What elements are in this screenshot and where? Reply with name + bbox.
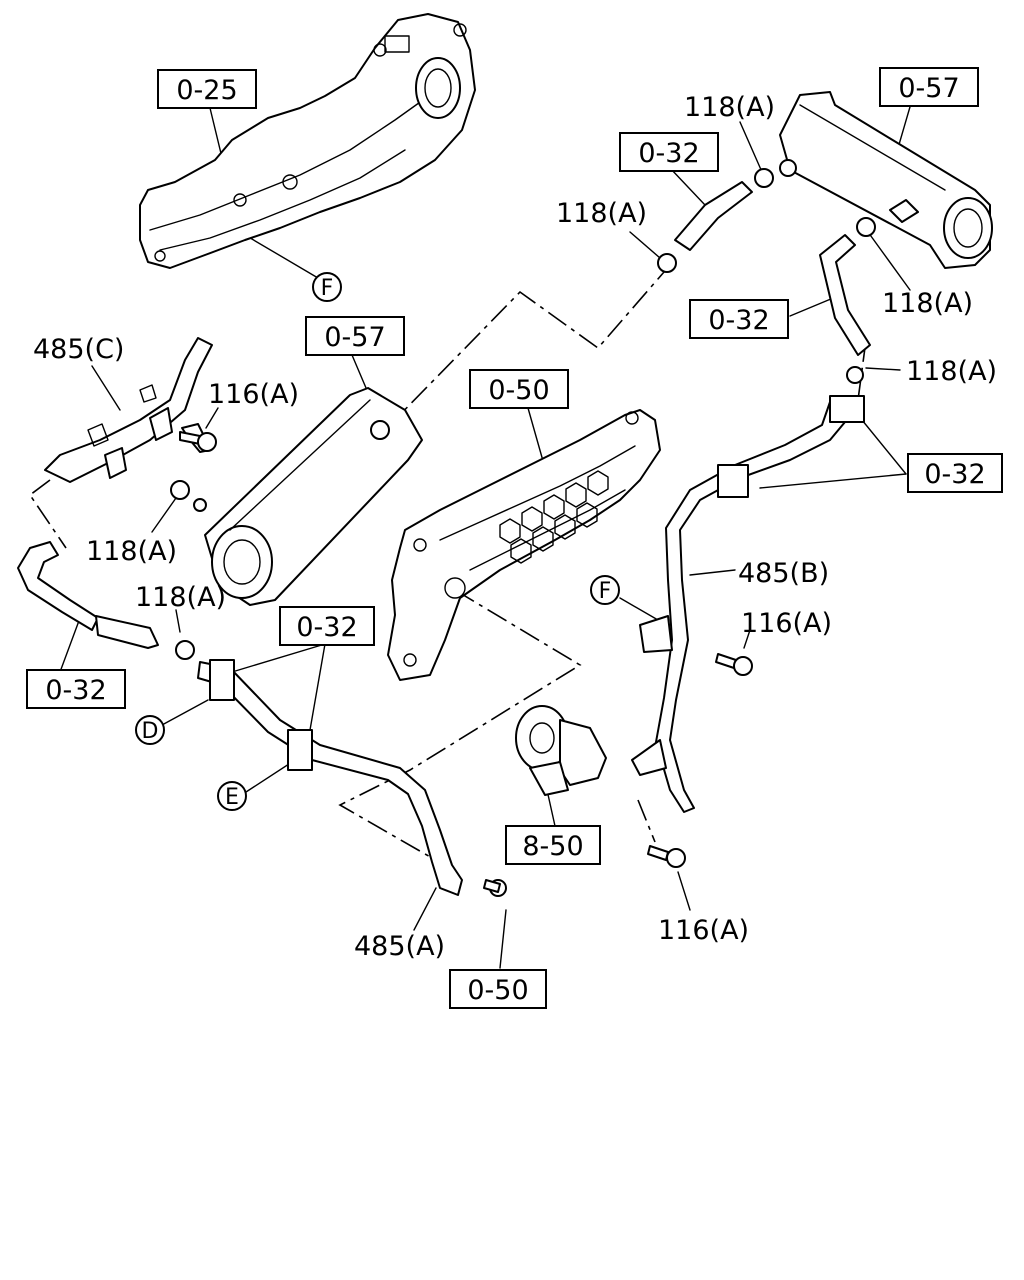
- circle-label-c2-text: F: [599, 579, 612, 604]
- egr-cooler-lower: [170, 387, 423, 606]
- circle-label-c4: E: [217, 781, 247, 811]
- reference-boxes: 0-25 0-57 0-32 0-32 0-57 0-50 0-32 0-32: [26, 67, 1003, 1009]
- part-label-p12: 116(A): [658, 915, 749, 946]
- ref-box-b6-text: 0-50: [488, 375, 549, 406]
- ref-box-b11: 0-50: [449, 969, 547, 1009]
- ref-box-b1: 0-25: [157, 69, 257, 109]
- circle-labels: F F D E: [135, 272, 620, 811]
- circle-label-c1: F: [312, 272, 342, 302]
- part-label-p8: 118(A): [135, 582, 226, 613]
- honeycomb-pattern: [499, 470, 609, 564]
- part-label-p9: 485(B): [738, 558, 829, 589]
- circle-label-c4-text: E: [225, 785, 239, 810]
- leader-lines: [59, 99, 913, 969]
- engine-block: [387, 409, 661, 681]
- circle-label-c3: D: [135, 715, 165, 745]
- part-label-p2: 118(A): [556, 198, 647, 229]
- ref-box-b10-text: 8-50: [522, 831, 583, 862]
- circle-label-c1-text: F: [321, 276, 334, 301]
- part-label-p1: 118(A): [684, 92, 775, 123]
- ref-box-b8: 0-32: [279, 606, 375, 646]
- part-label-p3: 118(A): [882, 288, 973, 319]
- ref-box-b2-text: 0-57: [898, 73, 959, 104]
- ref-box-b4: 0-32: [689, 299, 789, 339]
- egr-cooler-upper: [779, 91, 993, 269]
- part-label-p7: 118(A): [86, 536, 177, 567]
- ref-box-b8-text: 0-32: [296, 612, 357, 643]
- ref-box-b3-text: 0-32: [638, 138, 699, 169]
- ref-box-b6: 0-50: [469, 369, 569, 409]
- ref-box-b7: 0-32: [907, 453, 1003, 493]
- lower-left-hose: [17, 541, 195, 660]
- part-label-p6: 116(A): [208, 379, 299, 410]
- pipe-485a: [197, 659, 507, 897]
- part-labels: 118(A) 118(A) 118(A) 118(A) 485(C) 116(A…: [33, 92, 997, 962]
- upper-hoses: [657, 168, 876, 384]
- ref-box-b9: 0-32: [26, 669, 126, 709]
- ref-box-b10: 8-50: [505, 825, 601, 865]
- part-label-p5: 485(C): [33, 334, 124, 365]
- part-label-p10: 116(A): [741, 608, 832, 639]
- ref-box-b9-text: 0-32: [45, 675, 106, 706]
- ref-box-b5: 0-57: [305, 316, 405, 356]
- ref-box-b7-text: 0-32: [924, 459, 985, 490]
- ref-box-b4-text: 0-32: [708, 305, 769, 336]
- ref-box-b5-text: 0-57: [324, 322, 385, 353]
- pipe-485b: [631, 395, 865, 813]
- part-label-p4: 118(A): [906, 356, 997, 387]
- ref-box-b2: 0-57: [879, 67, 979, 107]
- ref-box-b1-text: 0-25: [176, 75, 237, 106]
- circle-label-c2: F: [590, 575, 620, 605]
- water-pump: [515, 705, 607, 796]
- bolts: [179, 431, 753, 893]
- part-label-p11: 485(A): [354, 931, 445, 962]
- intake-manifold: [139, 13, 476, 269]
- ref-box-b3: 0-32: [619, 132, 719, 172]
- circle-label-c3-text: D: [142, 719, 159, 744]
- ref-box-b11-text: 0-50: [467, 975, 528, 1006]
